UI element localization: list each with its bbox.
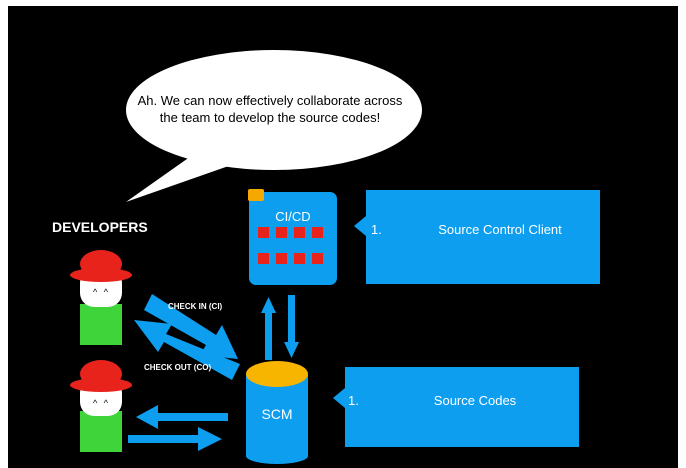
cicd-badge	[248, 189, 264, 201]
developer-1-face: ^ ^	[93, 287, 110, 297]
arrow-check-out	[134, 320, 240, 380]
arrow-scm-to-cicd	[261, 297, 276, 360]
arrow-scm-to-developer	[136, 405, 228, 429]
speech-bubble	[126, 50, 422, 202]
scm-label: SCM	[261, 406, 293, 422]
speech-bubble-text: Ah. We can now effectively collaborate a…	[137, 93, 403, 125]
developer-2-face: ^ ^	[93, 398, 110, 408]
panel-2-text: Source Codes	[433, 393, 517, 408]
panel-1-number: 1.	[371, 222, 382, 237]
arrow-cicd-to-scm	[284, 295, 299, 358]
hat-crown	[80, 250, 122, 278]
cicd-label: CI/CD	[275, 209, 311, 224]
diagram-graphics	[70, 50, 600, 464]
panel-source-codes	[333, 367, 579, 447]
developer-body	[80, 411, 122, 452]
scm-cylinder	[246, 361, 308, 464]
developer-body	[80, 304, 122, 345]
panel-2-number: 1.	[348, 393, 359, 408]
developer-2	[70, 360, 132, 452]
panel-source-control-client	[354, 190, 600, 284]
cicd-chips	[258, 227, 323, 264]
arrow-check-in	[144, 294, 238, 359]
check-in-label: CHECK IN (CI)	[168, 302, 223, 311]
panel-1-text: Source Control Client	[438, 222, 562, 237]
cicd-box	[248, 189, 337, 285]
diagram-canvas: Ah. We can now effectively collaborate a…	[8, 6, 678, 468]
developers-title: DEVELOPERS	[52, 219, 148, 235]
check-out-label: CHECK OUT (CO)	[144, 363, 212, 372]
arrow-developer-to-scm	[128, 427, 222, 451]
developer-1	[70, 250, 132, 345]
hat-crown	[80, 360, 122, 388]
